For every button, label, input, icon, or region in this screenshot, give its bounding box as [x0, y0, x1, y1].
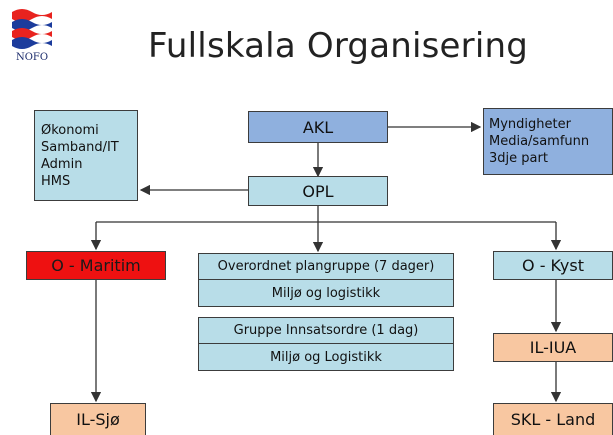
skl-land-label: SKL - Land: [510, 410, 596, 429]
external-item: Myndigheter: [489, 117, 571, 132]
plan-env-box: Miljø og logistikk: [198, 280, 454, 307]
external-item: Media/samfunn: [489, 134, 590, 149]
o-maritim-label: O - Maritim: [51, 256, 141, 275]
nofo-logo: NOFO: [8, 6, 60, 64]
akl-label: AKL: [302, 117, 334, 137]
support-functions-box: Økonomi Samband/IT Admin HMS: [34, 110, 138, 201]
action-env-label: Miljø og Logistikk: [270, 349, 382, 365]
nofo-flag-icon: NOFO: [12, 9, 52, 63]
logo-text: NOFO: [16, 52, 48, 63]
external-parties-box: Myndigheter Media/samfunn 3dje part: [483, 108, 613, 175]
support-item: Samband/IT: [41, 139, 119, 155]
opl-label: OPL: [302, 181, 334, 201]
support-item: HMS: [41, 173, 71, 189]
o-kyst-label: O - Kyst: [522, 256, 584, 275]
page-title: Fullskala Organisering: [148, 26, 529, 66]
plan-group-box: Overordnet plangruppe (7 dager): [198, 253, 454, 280]
external-item: 3dje part: [489, 151, 548, 166]
action-group-label: Gruppe Innsatsordre (1 dag): [233, 323, 419, 338]
il-sjo-box: IL-Sjø: [50, 403, 146, 435]
o-maritim-box: O - Maritim: [26, 251, 166, 280]
opl-box: OPL: [248, 176, 388, 206]
plan-env-label: Miljø og logistikk: [271, 285, 381, 301]
plan-group-label: Overordnet plangruppe (7 dager): [217, 259, 435, 274]
akl-box: AKL: [248, 111, 388, 143]
support-item: Økonomi: [41, 122, 99, 138]
il-iua-box: IL-IUA: [493, 333, 613, 362]
action-group-box: Gruppe Innsatsordre (1 dag): [198, 317, 454, 344]
action-env-box: Miljø og Logistikk: [198, 344, 454, 371]
support-item: Admin: [41, 156, 83, 172]
il-iua-label: IL-IUA: [529, 338, 577, 357]
skl-land-box: SKL - Land: [493, 403, 613, 435]
o-kyst-box: O - Kyst: [493, 251, 613, 280]
il-sjo-label: IL-Sjø: [76, 410, 120, 429]
